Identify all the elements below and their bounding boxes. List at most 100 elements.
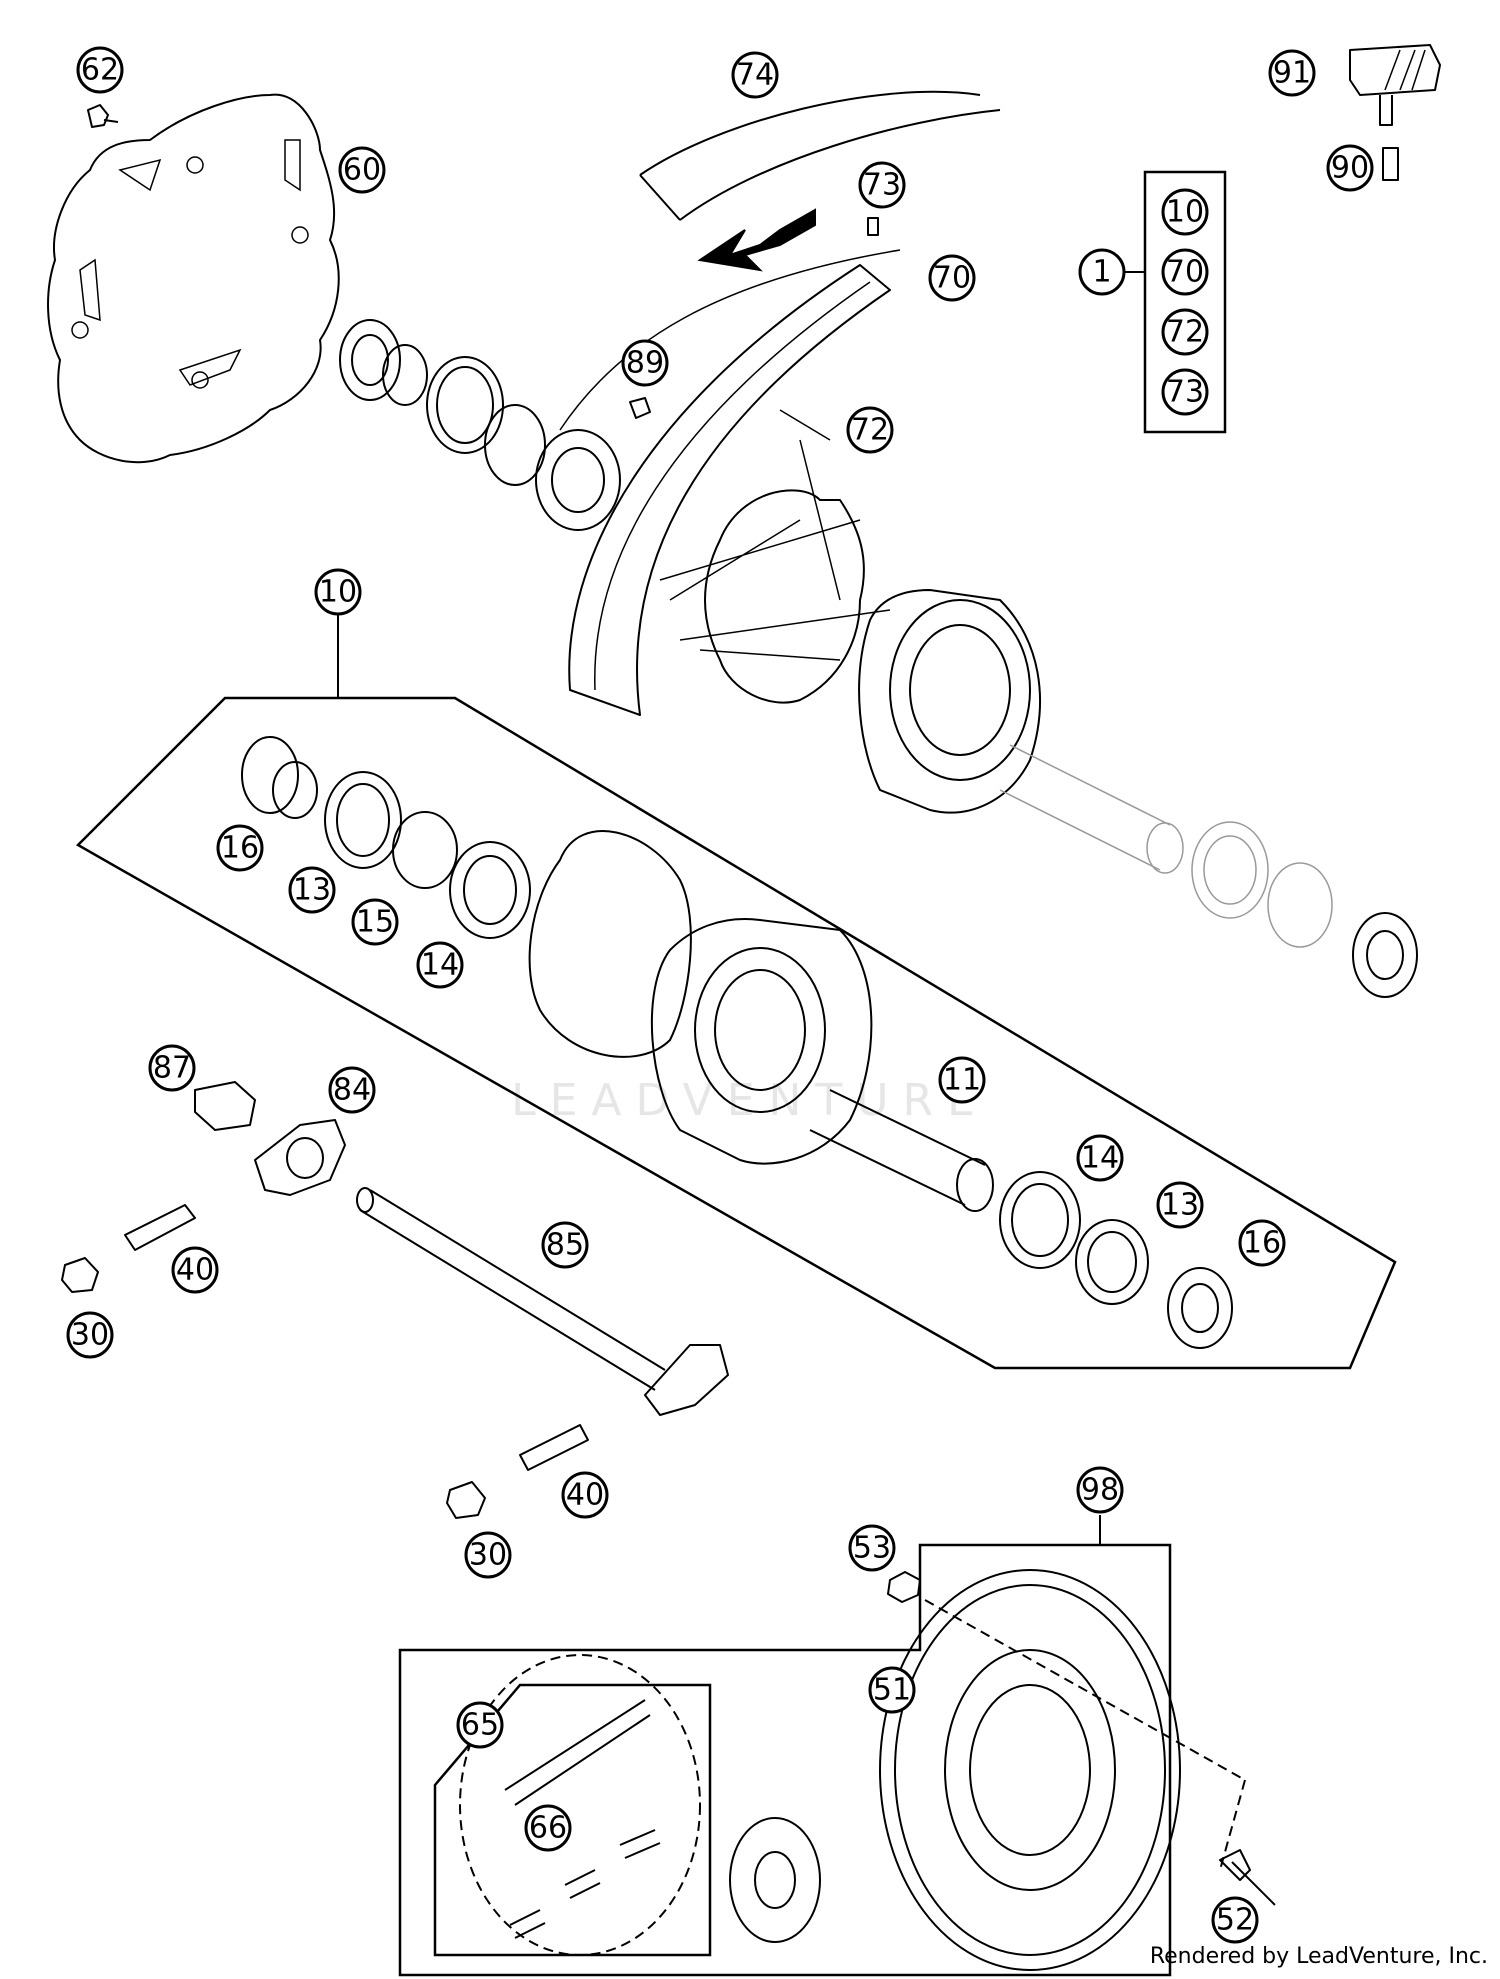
callout-14-left: 14 xyxy=(416,941,464,989)
callout-1-73: 73 xyxy=(1161,368,1209,416)
svg-text:10: 10 xyxy=(1166,195,1204,230)
small-nut-part xyxy=(629,397,651,419)
hub-assembly-parts xyxy=(241,736,1233,1349)
nut-30-part xyxy=(61,1257,99,1293)
rim-part xyxy=(559,249,901,716)
svg-text:70: 70 xyxy=(933,261,971,296)
sprocket-nut-53-part xyxy=(887,1571,921,1603)
callout-40-lower: 40 xyxy=(561,1471,609,1519)
adjuster-bolt-40-part xyxy=(124,1204,196,1251)
svg-text:15: 15 xyxy=(356,905,394,940)
group-1-box xyxy=(1143,170,1227,434)
callout-73: 73 xyxy=(858,161,906,209)
render-credit: Rendered by LeadVenture, Inc. xyxy=(1149,1944,1488,1969)
callout-15: 15 xyxy=(351,898,399,946)
svg-text:40: 40 xyxy=(566,1478,604,1513)
svg-text:90: 90 xyxy=(1331,151,1369,186)
svg-text:98: 98 xyxy=(1081,1473,1119,1508)
chain-adjuster-84-part xyxy=(254,1119,346,1196)
callout-62: 62 xyxy=(76,46,124,94)
spokes-part xyxy=(659,409,891,661)
svg-text:74: 74 xyxy=(736,58,774,93)
svg-text:30: 30 xyxy=(469,1538,507,1573)
svg-text:1: 1 xyxy=(1092,255,1111,290)
svg-text:87: 87 xyxy=(153,1051,191,1086)
spacer-87-part xyxy=(194,1081,256,1131)
svg-text:16: 16 xyxy=(221,831,259,866)
callout-13-right: 13 xyxy=(1156,1181,1204,1229)
svg-text:13: 13 xyxy=(293,873,331,908)
callout-98: 98 xyxy=(1076,1466,1124,1514)
callout-65: 65 xyxy=(456,1701,504,1749)
callout-16-left: 16 xyxy=(216,824,264,872)
callout-16-right: 16 xyxy=(1238,1219,1286,1267)
svg-text:14: 14 xyxy=(1081,1141,1119,1176)
callout-51: 51 xyxy=(868,1666,916,1714)
callout-89: 89 xyxy=(621,339,669,387)
svg-text:65: 65 xyxy=(461,1708,499,1743)
callout-84: 84 xyxy=(328,1066,376,1114)
svg-text:85: 85 xyxy=(546,1228,584,1263)
svg-text:11: 11 xyxy=(943,1063,981,1098)
axle-85-part xyxy=(356,1187,729,1416)
upper-bearing-set xyxy=(339,319,621,531)
callout-10: 10 xyxy=(314,568,362,616)
valve-cap-part xyxy=(1382,147,1399,181)
callout-66: 66 xyxy=(524,1804,572,1852)
svg-text:89: 89 xyxy=(626,346,664,381)
svg-text:70: 70 xyxy=(1166,255,1204,290)
callout-1: 1 xyxy=(1078,248,1126,296)
callout-70: 70 xyxy=(928,254,976,302)
valve-tool-part xyxy=(1349,44,1441,126)
valve-nut-part xyxy=(867,217,879,236)
callout-90: 90 xyxy=(1326,144,1374,192)
callout-14-right: 14 xyxy=(1076,1134,1124,1182)
svg-text:14: 14 xyxy=(421,948,459,983)
watermark: LEADVENTURE xyxy=(511,1075,989,1126)
adjuster-bolt-40b-part xyxy=(519,1424,589,1471)
callout-13-left: 13 xyxy=(288,866,336,914)
callout-30-upper: 30 xyxy=(66,1311,114,1359)
callout-74: 74 xyxy=(731,51,779,99)
chain-65-part xyxy=(459,1654,701,1956)
callout-87: 87 xyxy=(148,1044,196,1092)
rotation-arrow xyxy=(697,208,816,272)
svg-text:13: 13 xyxy=(1161,1188,1199,1223)
callout-1-70: 70 xyxy=(1161,248,1209,296)
disc-bolt-part xyxy=(87,104,119,128)
group-98-outline xyxy=(398,1543,1172,1977)
svg-text:66: 66 xyxy=(529,1811,567,1846)
nut-30b-part xyxy=(446,1481,486,1519)
callout-1-10: 10 xyxy=(1161,188,1209,236)
svg-text:84: 84 xyxy=(333,1073,371,1108)
tire-part xyxy=(639,90,1001,221)
svg-text:62: 62 xyxy=(81,53,119,88)
rear-sprocket-51-part xyxy=(879,1569,1181,1971)
svg-text:73: 73 xyxy=(863,168,901,203)
callout-1-72: 72 xyxy=(1161,308,1209,356)
brake-disc-part xyxy=(47,93,340,464)
svg-text:16: 16 xyxy=(1243,1226,1281,1261)
svg-text:72: 72 xyxy=(851,413,889,448)
callout-53: 53 xyxy=(848,1524,896,1572)
upper-hub-part xyxy=(704,489,1041,814)
svg-text:72: 72 xyxy=(1166,315,1204,350)
upper-right-spacer xyxy=(999,744,1418,998)
svg-text:52: 52 xyxy=(1216,1903,1254,1938)
chain-link-66-part xyxy=(509,1829,661,1939)
callout-91: 91 xyxy=(1268,49,1316,97)
callout-60: 60 xyxy=(338,146,386,194)
svg-text:30: 30 xyxy=(71,1318,109,1353)
chain-box xyxy=(433,1683,712,1957)
svg-text:10: 10 xyxy=(319,575,357,610)
callout-40-upper: 40 xyxy=(171,1246,219,1294)
svg-text:91: 91 xyxy=(1273,56,1311,91)
callout-52: 52 xyxy=(1211,1896,1259,1944)
callout-30-lower: 30 xyxy=(464,1531,512,1579)
svg-text:40: 40 xyxy=(176,1253,214,1288)
sprocket-bolt-52-part xyxy=(1219,1849,1276,1906)
svg-text:73: 73 xyxy=(1166,375,1204,410)
svg-text:60: 60 xyxy=(343,153,381,188)
svg-text:53: 53 xyxy=(853,1531,891,1566)
